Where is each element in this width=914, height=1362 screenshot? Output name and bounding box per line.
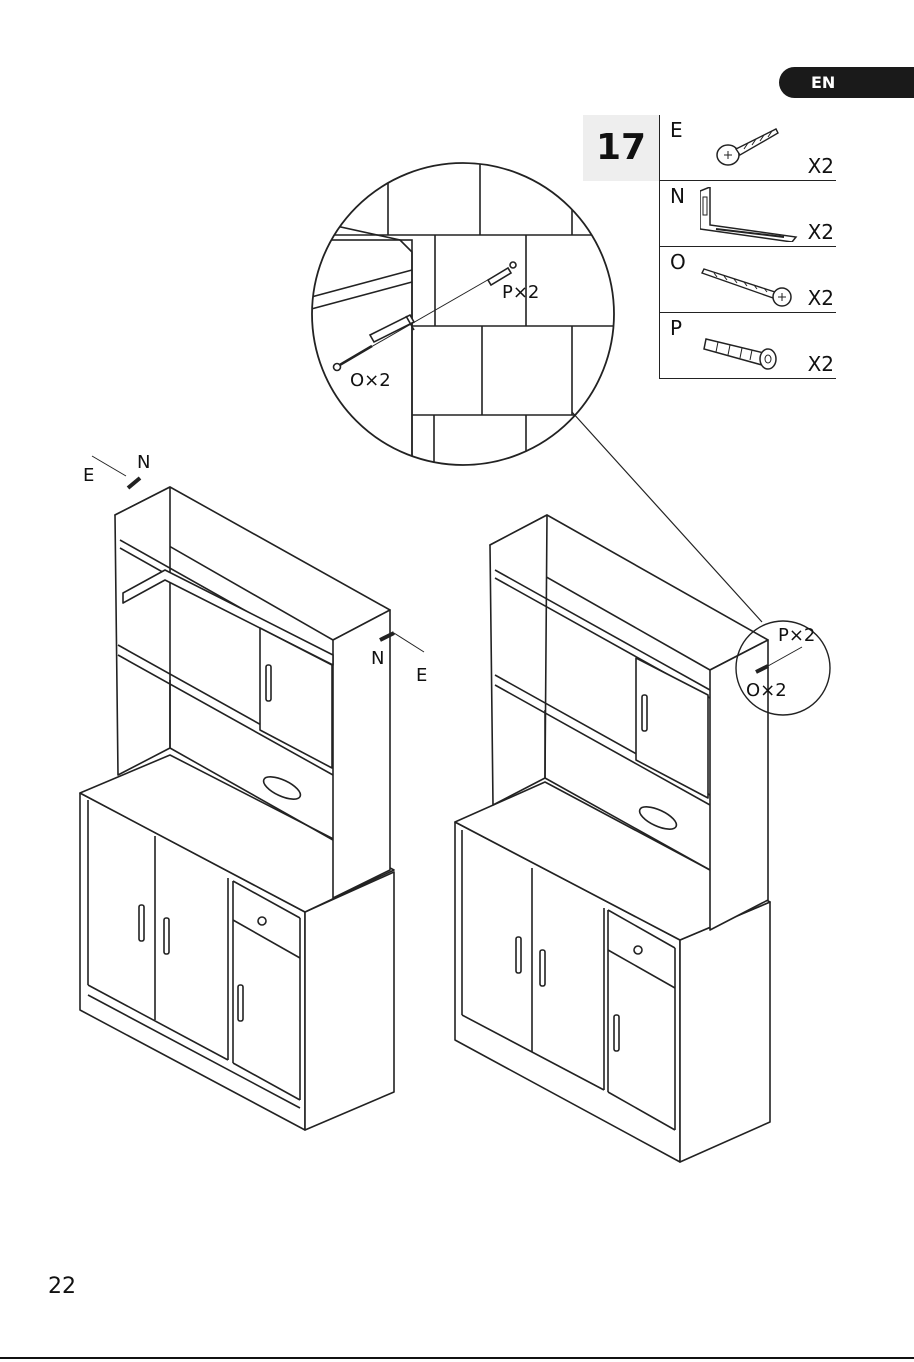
part-row-e: E X2 bbox=[660, 115, 836, 181]
long-screw-icon bbox=[700, 253, 800, 308]
left-cabinet bbox=[80, 456, 424, 1130]
l-bracket-icon bbox=[700, 187, 800, 242]
zoom-callout-circle bbox=[300, 160, 620, 480]
right-screw-label: O×2 bbox=[746, 680, 787, 701]
page-number: 22 bbox=[48, 1274, 76, 1299]
part-row-n: N X2 bbox=[660, 181, 836, 247]
zoom-anchor-label: P×2 bbox=[502, 282, 539, 303]
part-quantity: X2 bbox=[808, 154, 834, 178]
part-letter: P bbox=[670, 316, 682, 340]
part-letter: E bbox=[670, 118, 683, 142]
left-right-bracket-label: N bbox=[371, 648, 384, 669]
part-quantity: X2 bbox=[808, 220, 834, 244]
screw-icon bbox=[700, 121, 790, 171]
footer-divider bbox=[0, 1357, 914, 1359]
zoom-screw-label: O×2 bbox=[350, 370, 391, 391]
wall-anchor-icon bbox=[700, 319, 800, 374]
parts-table: E X2 N X2 O X2 P bbox=[659, 115, 836, 379]
right-cabinet bbox=[455, 515, 830, 1162]
language-badge: EN bbox=[779, 67, 914, 98]
step-number: 17 bbox=[583, 115, 659, 181]
part-quantity: X2 bbox=[808, 352, 834, 376]
part-letter: N bbox=[670, 184, 685, 208]
right-anchor-label: P×2 bbox=[778, 625, 815, 646]
part-quantity: X2 bbox=[808, 286, 834, 310]
left-top-bracket-label: N bbox=[137, 452, 150, 473]
part-row-p: P X2 bbox=[660, 313, 836, 379]
left-right-screw-label: E bbox=[416, 665, 427, 686]
part-letter: O bbox=[670, 250, 686, 274]
left-top-screw-label: E bbox=[83, 465, 94, 486]
part-row-o: O X2 bbox=[660, 247, 836, 313]
